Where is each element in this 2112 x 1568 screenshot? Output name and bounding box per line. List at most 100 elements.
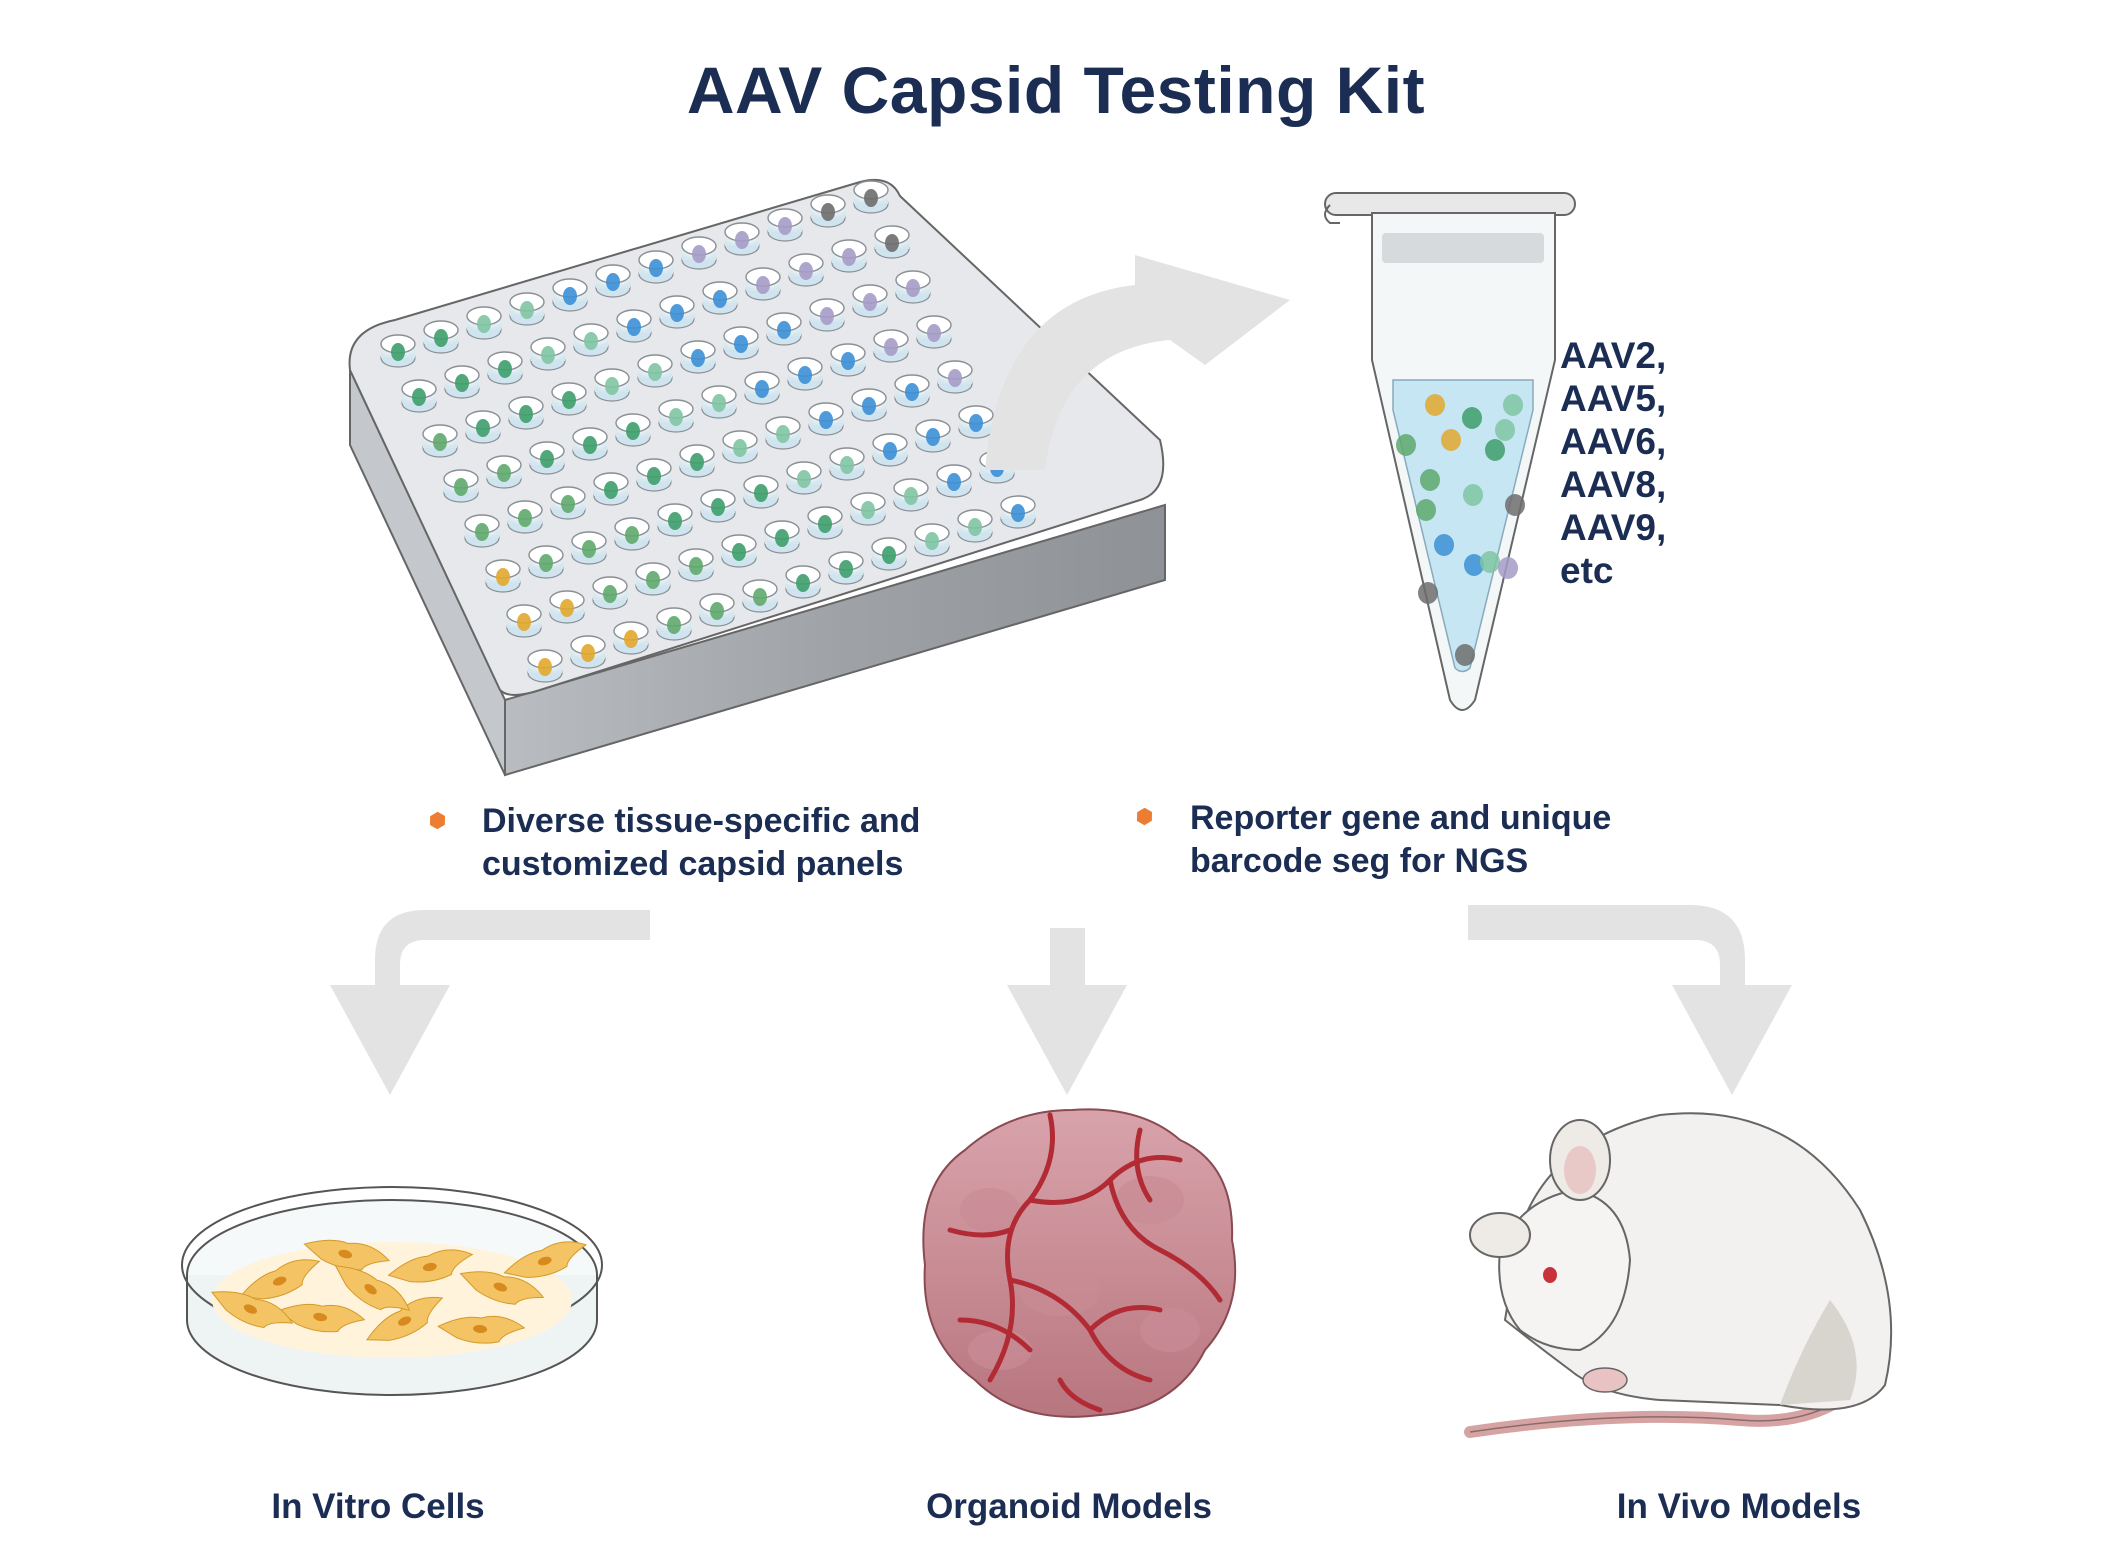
well-sample (821, 203, 835, 221)
well-sample (819, 411, 833, 429)
page-title: AAV Capsid Testing Kit (686, 53, 1426, 127)
cell-nucleus (473, 1324, 488, 1334)
capsid-dot (1463, 484, 1483, 506)
microplate-icon (348, 178, 1166, 777)
well-sample (799, 262, 813, 280)
well-sample (563, 287, 577, 305)
mouse-icon (1464, 1112, 1893, 1438)
capsid-dot (1434, 534, 1454, 556)
cell-nucleus (398, 1316, 412, 1326)
well-sample (539, 554, 553, 572)
well-sample (735, 231, 749, 249)
well-sample (561, 495, 575, 513)
cell (239, 1259, 321, 1300)
well-sample (734, 335, 748, 353)
well-sample (541, 346, 555, 364)
well-sample (497, 464, 511, 482)
well-sample (841, 352, 855, 370)
well-sample (842, 248, 856, 266)
capsid-dot (1455, 644, 1475, 666)
well-sample (948, 369, 962, 387)
well-sample (690, 453, 704, 471)
well-sample (520, 301, 534, 319)
capsid-dot (1396, 434, 1416, 456)
well-sample (1011, 504, 1025, 522)
well-sample (649, 259, 663, 277)
feature-text: Reporter gene and unique barcode seg for… (1190, 797, 1810, 883)
well-sample (606, 273, 620, 291)
cell (210, 1291, 294, 1329)
well-sample (670, 304, 684, 322)
cell-nucleus (338, 1249, 353, 1259)
well-sample (755, 380, 769, 398)
well-sample (733, 439, 747, 457)
well-sample (391, 343, 405, 361)
capsid-dot (1418, 582, 1438, 604)
well-sample (625, 526, 639, 544)
well-sample (818, 515, 832, 533)
well-sample (498, 360, 512, 378)
cell-nucleus (493, 1282, 508, 1292)
cell (459, 1271, 545, 1305)
capsid-dot (1441, 429, 1461, 451)
serotype-item: AAV2, (1560, 335, 1667, 376)
serotype-item: AAV6, (1560, 421, 1667, 462)
cell (277, 1303, 366, 1333)
well-sample (820, 307, 834, 325)
capsid-dot (1503, 394, 1523, 416)
well-sample (968, 518, 982, 536)
well-sample (885, 234, 899, 252)
capsid-dot (1416, 499, 1436, 521)
cell-nucleus (422, 1262, 437, 1272)
well-sample (756, 276, 770, 294)
feature-line: barcode seg for NGS (1190, 842, 1529, 880)
well-sample (863, 293, 877, 311)
cell (503, 1241, 588, 1278)
feature-line: customized capsid panels (482, 845, 904, 883)
well-sample (583, 436, 597, 454)
capsid-dot (1462, 407, 1482, 429)
well-sample (475, 523, 489, 541)
well-sample (412, 388, 426, 406)
cell (387, 1249, 474, 1283)
plate-wells (380, 180, 1036, 683)
well-sample (947, 473, 961, 491)
serotype-item: AAV5, (1560, 378, 1667, 419)
plate-side-right (504, 503, 1166, 777)
well-sample (884, 338, 898, 356)
well-sample (710, 602, 724, 620)
cell-nucleus (243, 1304, 257, 1314)
well-sample (646, 571, 660, 589)
well-sample (926, 428, 940, 446)
well-sample (691, 349, 705, 367)
well-sample (647, 467, 661, 485)
well-sample (434, 329, 448, 347)
cultured-cells (210, 1239, 588, 1344)
capsid-particles (1396, 394, 1525, 666)
well-sample (732, 543, 746, 561)
cell-nucleus (537, 1256, 552, 1266)
cell (365, 1296, 444, 1341)
model-caption-in-vitro: In Vitro Cells (271, 1487, 485, 1526)
well-sample (584, 332, 598, 350)
well-sample (433, 433, 447, 451)
cell-nucleus (313, 1312, 328, 1322)
well-sample (883, 442, 897, 460)
well-sample (839, 560, 853, 578)
feature-text: Diverse tissue-specific and customized c… (482, 800, 1102, 886)
well-sample (626, 422, 640, 440)
well-sample (477, 315, 491, 333)
cell-nucleus (364, 1283, 377, 1295)
capsid-dot (1480, 551, 1500, 573)
well-sample (840, 456, 854, 474)
well-sample (454, 478, 468, 496)
cell (334, 1265, 411, 1312)
well-sample (603, 585, 617, 603)
well-sample (669, 408, 683, 426)
well-sample (605, 377, 619, 395)
well-sample (754, 484, 768, 502)
serotype-item: AAV8, (1560, 464, 1667, 505)
well-sample (753, 588, 767, 606)
well-sample (624, 630, 638, 648)
